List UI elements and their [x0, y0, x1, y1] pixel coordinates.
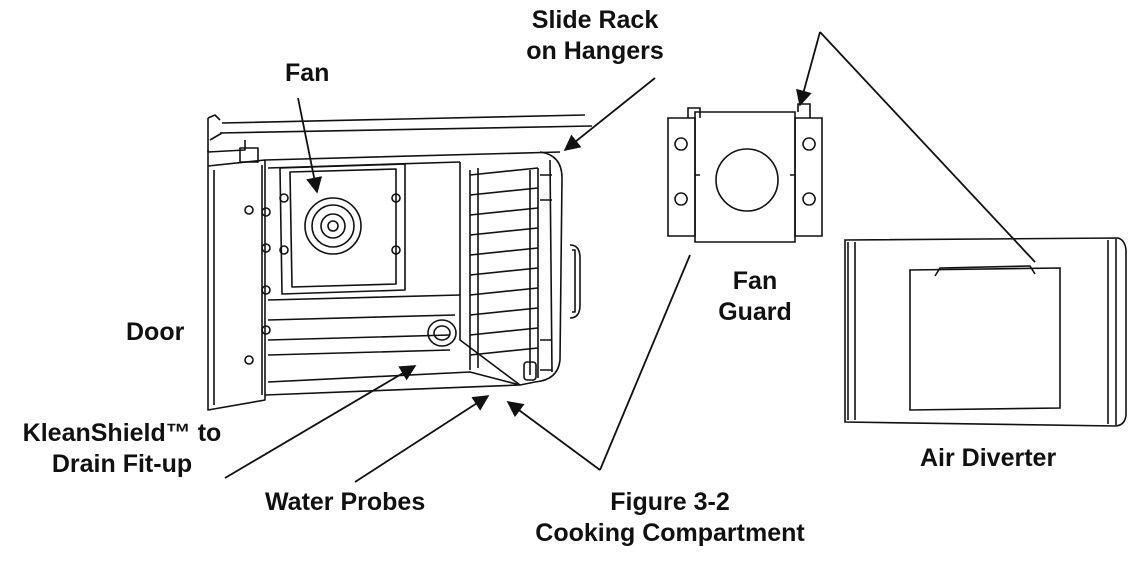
- label-kleanshield-line2: Drain Fit-up: [51, 450, 193, 478]
- label-fan-guard: Fan Guard: [700, 266, 810, 328]
- fan-guard-part: [667, 103, 823, 243]
- label-air-diverter: Air Diverter: [920, 444, 1057, 472]
- label-slide-rack-line1: Slide Rack: [531, 6, 659, 34]
- figure-title: Cooking Compartment: [535, 519, 805, 547]
- label-kleanshield-line1: KleanShield™ to: [22, 419, 222, 447]
- label-kleanshield: KleanShield™ to Drain Fit-up: [2, 418, 242, 480]
- label-slide-rack-line2: on Hangers: [526, 37, 664, 65]
- label-water-probes: Water Probes: [265, 488, 426, 516]
- label-fan: Fan: [285, 59, 330, 87]
- label-door: Door: [126, 318, 185, 346]
- figure-number: Figure 3-2: [610, 488, 730, 516]
- leader-lines: [224, 31, 1036, 483]
- label-fan-guard-line2: Guard: [718, 298, 792, 326]
- figure-caption: Figure 3-2 Cooking Compartment: [500, 487, 840, 549]
- oven-cavity: [207, 114, 593, 411]
- label-slide-rack: Slide Rack on Hangers: [505, 5, 685, 67]
- air-diverter-part: [844, 237, 1127, 427]
- label-fan-guard-line1: Fan: [732, 267, 778, 295]
